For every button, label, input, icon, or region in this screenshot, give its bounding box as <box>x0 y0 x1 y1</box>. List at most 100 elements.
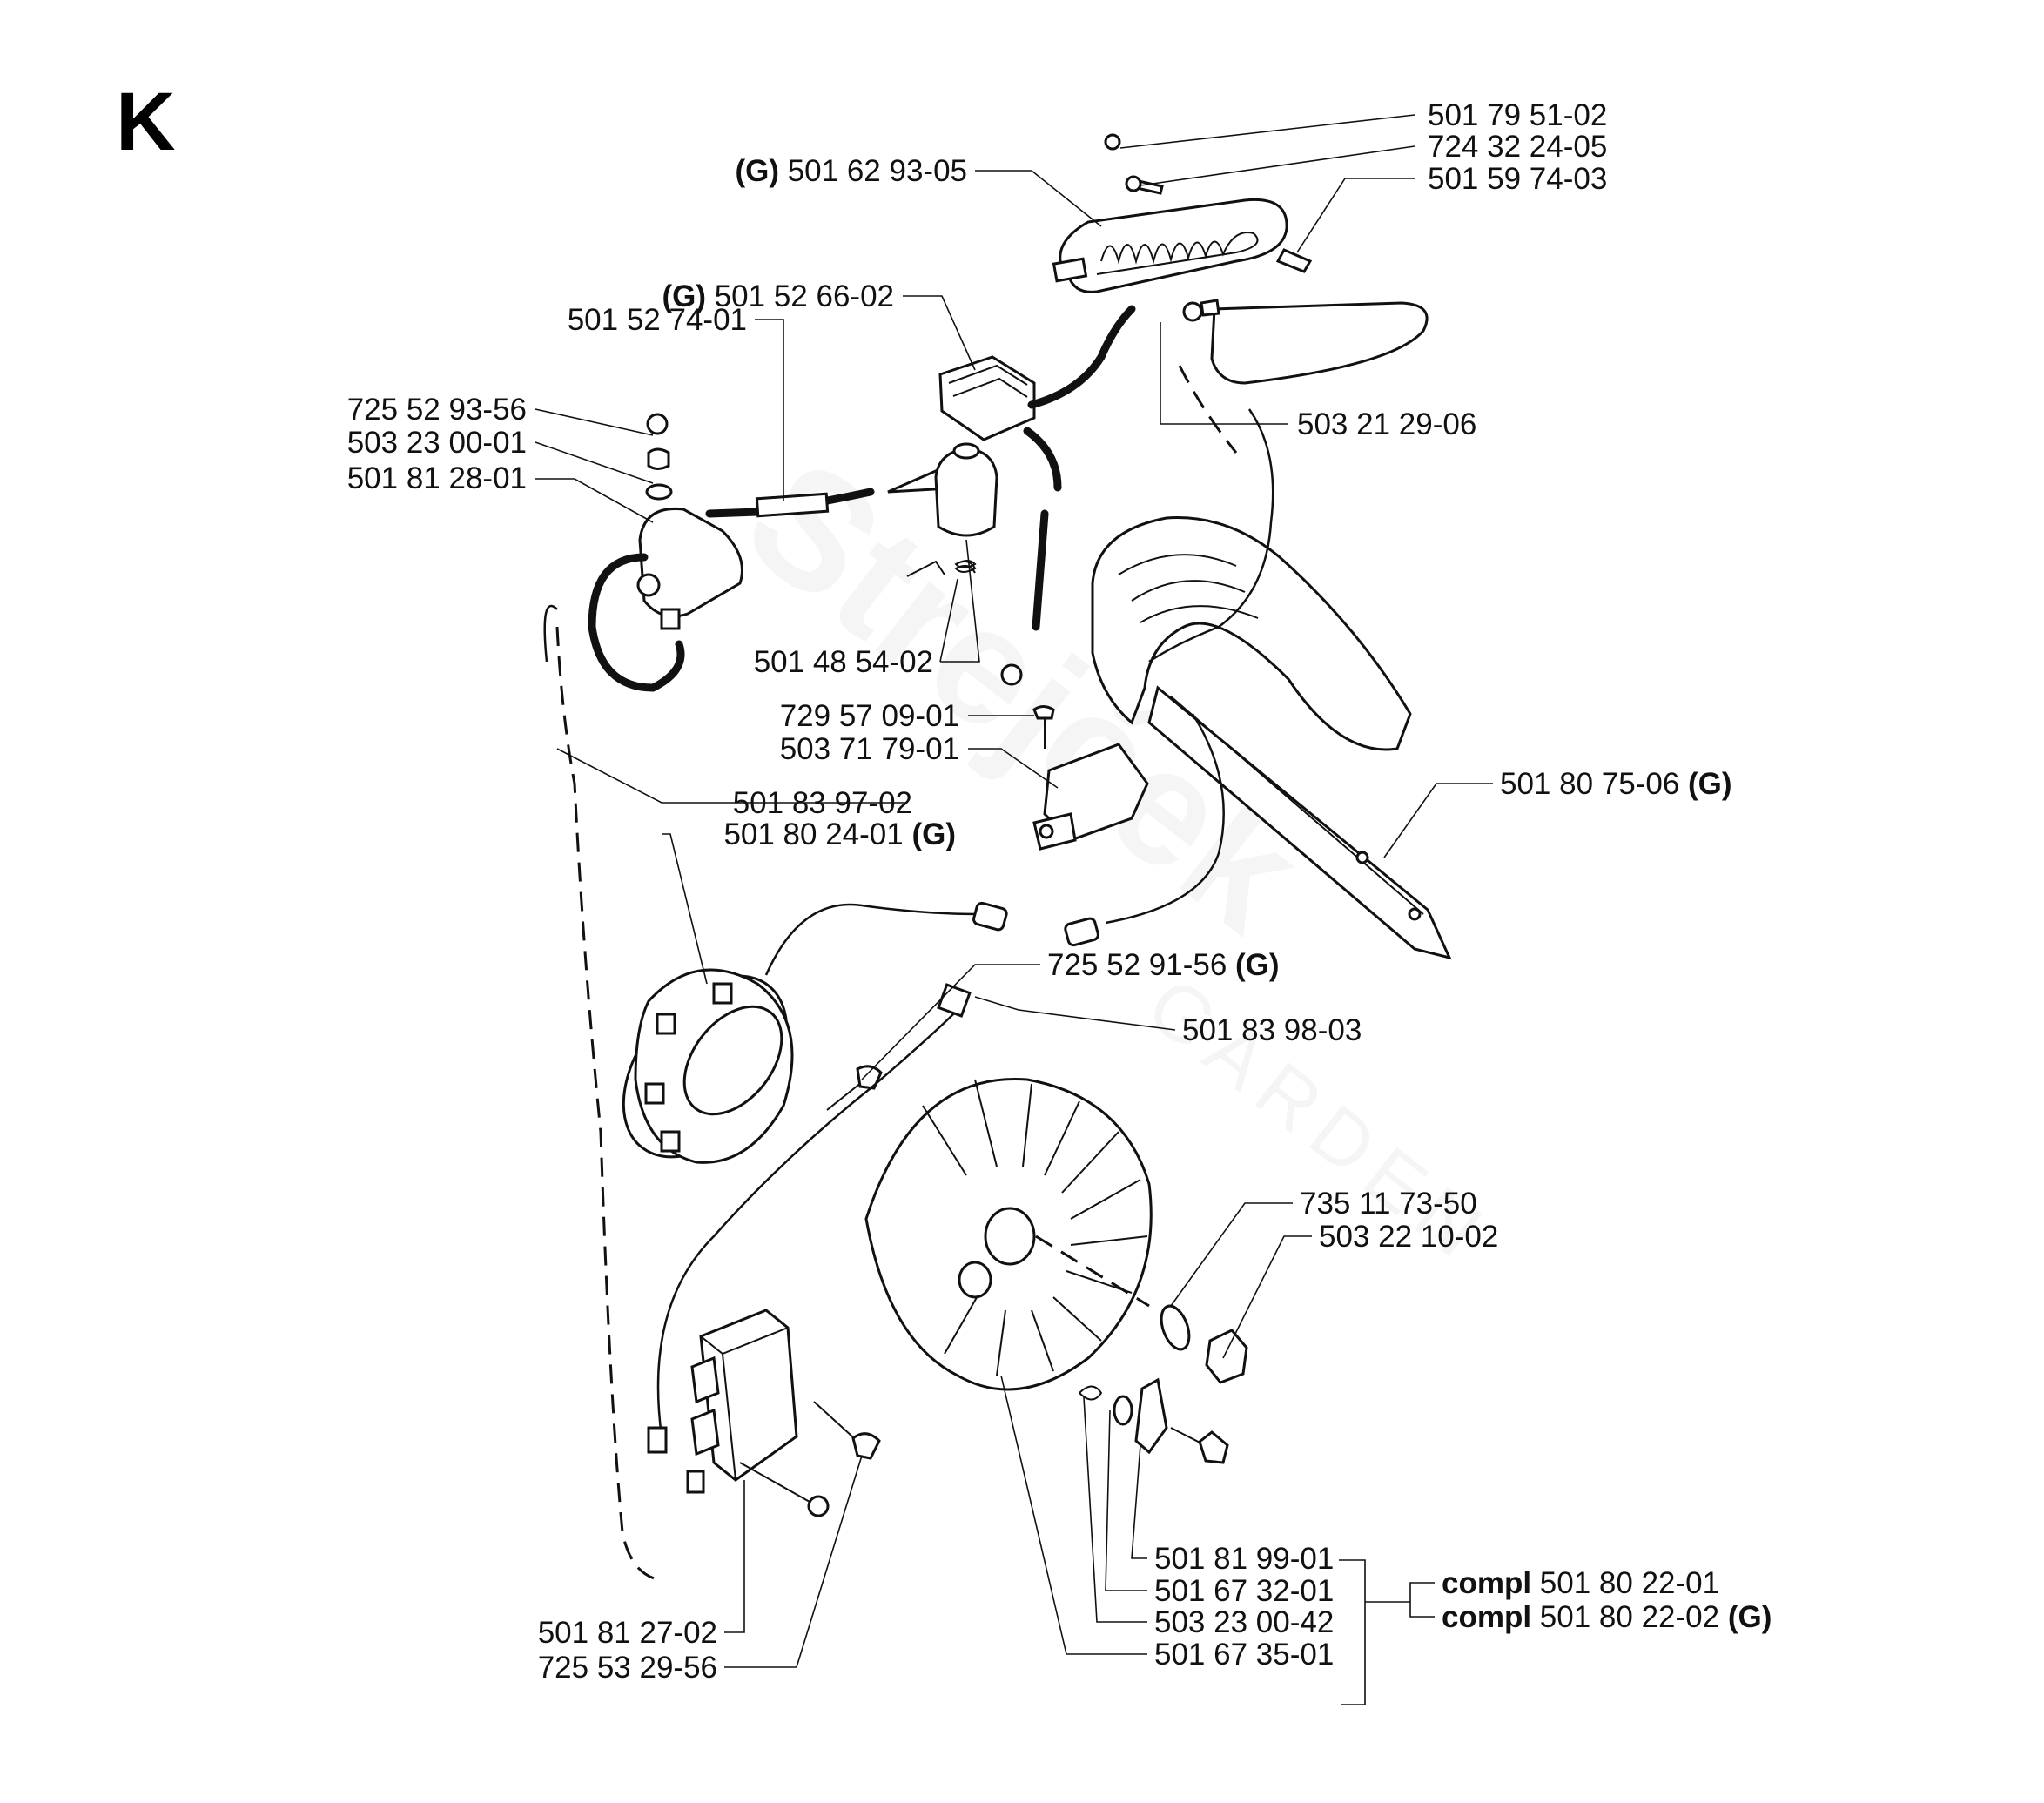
handle-connector <box>1064 917 1099 947</box>
label-text-run: 501 52 74-01 <box>568 303 747 337</box>
stop-switch-part <box>1032 705 1149 851</box>
label-text-run: 725 52 93-56 <box>347 393 527 427</box>
switch-to-element-wire <box>1027 305 1136 409</box>
coil-ground-wire <box>543 604 558 663</box>
label-735-11-73-50: 735 11 73-50 <box>1300 1187 1477 1221</box>
label-text-run: 501 62 93-05 <box>779 154 967 188</box>
label-text-run: 729 57 09-01 <box>780 699 959 733</box>
handle-thin-wire <box>1148 408 1274 663</box>
label-text-run: 724 32 24-05 <box>1428 130 1607 164</box>
label-bold-run: compl <box>1442 1566 1531 1600</box>
label-729-57-09-01: 729 57 09-01 <box>780 699 959 733</box>
nut-part <box>1205 1329 1248 1384</box>
label-724-32-24-05: 724 32 24-05 <box>1428 130 1607 164</box>
label-501-81-28-01: 501 81 28-01 <box>347 461 527 495</box>
label-501-83-98-03: 501 83 98-03 <box>1182 1013 1362 1047</box>
label-text-run: 501 81 28-01 <box>347 461 527 495</box>
stator-screw-part <box>826 1065 883 1111</box>
label-501-81-99-01: 501 81 99-01 <box>1154 1542 1334 1576</box>
sheet-letter: K <box>116 76 176 168</box>
clip-spring-part <box>906 560 977 577</box>
part-labels: 501 79 51-02 724 32 24-05 501 59 74-03 (… <box>347 98 1772 1685</box>
crank-axis <box>1035 1235 1150 1308</box>
label-501-79-51-02: 501 79 51-02 <box>1428 98 1607 132</box>
label-bold-run: (G) <box>1728 1600 1772 1634</box>
label-503-21-29-06: 503 21 29-06 <box>1297 407 1476 441</box>
leader-lines <box>535 114 1493 1705</box>
label-text-run: 503 21 29-06 <box>1297 407 1476 441</box>
heating-element-part <box>1052 133 1288 293</box>
spark-plug-boot <box>755 492 830 518</box>
label-501-59-74-03: 501 59 74-03 <box>1428 162 1607 196</box>
label-text-run: 503 71 79-01 <box>780 732 959 766</box>
label-text-run: 503 23 00-42 <box>1154 1605 1334 1639</box>
pawl-part <box>1134 1377 1168 1455</box>
handle-to-connector-wire <box>1105 713 1225 925</box>
label-501-80-24-01: 501 80 24-01 (G) <box>723 817 956 851</box>
label-bold-run: (G) <box>1688 767 1732 801</box>
label-text-run: 501 52 66-02 <box>706 279 894 313</box>
label-501-67-32-01: 501 67 32-01 <box>1154 1574 1334 1608</box>
label-text-run: 725 53 29-56 <box>538 1651 717 1685</box>
label-text-run: 501 83 97-02 <box>733 786 912 820</box>
label-text-run: 501 81 99-01 <box>1154 1542 1334 1576</box>
label-bold-run: compl <box>1442 1600 1531 1634</box>
label-501-81-27-02: 501 81 27-02 <box>538 1616 717 1650</box>
label-501-80-75-06: 501 80 75-06 (G) <box>1500 767 1732 801</box>
dashed-wire-left <box>555 626 662 1582</box>
small-washer-part <box>1113 1395 1133 1426</box>
label-text-run: 501 59 74-03 <box>1428 162 1607 196</box>
label-text-run: 501 80 75-06 <box>1500 767 1688 801</box>
label-501-62-93-05: (G) 501 62 93-05 <box>735 154 967 188</box>
label-text-run: 501 67 35-01 <box>1154 1638 1334 1672</box>
label-compl-501-80-22-02: compl 501 80 22-02 (G) <box>1442 1600 1772 1634</box>
switch-block-part <box>887 355 1036 537</box>
label-text-run: 501 79 51-02 <box>1428 98 1607 132</box>
label-501-83-97-02: 501 83 97-02 <box>733 786 912 820</box>
module-connector <box>937 983 972 1018</box>
ignition-coil-part <box>636 413 743 630</box>
label-text-run: 501 81 27-02 <box>538 1616 717 1650</box>
label-501-67-35-01: 501 67 35-01 <box>1154 1638 1334 1672</box>
stator-part <box>622 968 794 1164</box>
label-text-run: 501 80 24-01 <box>723 817 911 851</box>
label-725-52-93-56: 725 52 93-56 <box>347 393 527 427</box>
label-bold-run: (G) <box>1235 948 1280 982</box>
label-bold-run: (G) <box>735 154 779 188</box>
module-terminal-a <box>647 1426 668 1454</box>
label-503-23-00-01: 503 23 00-01 <box>347 426 527 460</box>
spring-part <box>1079 1385 1103 1401</box>
coil-loop-wire <box>588 553 685 692</box>
washer-part <box>1160 1304 1191 1351</box>
label-text-run: 501 83 98-03 <box>1182 1013 1362 1047</box>
label-text-run: 503 22 10-02 <box>1319 1220 1498 1254</box>
label-compl-501-80-22-01: compl 501 80 22-01 <box>1442 1566 1719 1600</box>
label-text-run: 735 11 73-50 <box>1300 1187 1477 1221</box>
stator-wire <box>764 903 980 976</box>
handle-bar-part <box>1091 516 1452 960</box>
label-725-53-29-56: 725 53 29-56 <box>538 1651 717 1685</box>
label-text-run: 725 52 91-56 <box>1047 948 1235 982</box>
handle-cover-part <box>1182 248 1429 385</box>
label-725-52-91-56: 725 52 91-56 (G) <box>1047 948 1280 982</box>
stator-connector <box>972 901 1008 932</box>
dashed-wire-right <box>1178 365 1238 454</box>
label-501-52-66-02: (G) 501 52 66-02 <box>662 279 894 313</box>
label-501-52-74-01: 501 52 74-01 <box>568 303 747 337</box>
label-503-23-00-42: 503 23 00-42 <box>1154 1605 1334 1639</box>
label-501-48-54-02: 501 48 54-02 <box>754 645 933 679</box>
label-503-22-10-02: 503 22 10-02 <box>1319 1220 1498 1254</box>
label-503-71-79-01: 503 71 79-01 <box>780 732 959 766</box>
flywheel-part <box>864 1077 1153 1391</box>
label-text-run: 503 23 00-01 <box>347 426 527 460</box>
label-text-run: 501 67 32-01 <box>1154 1574 1334 1608</box>
label-bold-run: (G) <box>911 817 956 851</box>
ground-lead-wire <box>1032 509 1049 631</box>
label-text-run: 501 48 54-02 <box>754 645 933 679</box>
switch-ground-wire <box>1023 427 1062 492</box>
ring-terminal <box>1000 663 1023 686</box>
ignition-module-part <box>690 1309 830 1517</box>
label-bold-run: (G) <box>662 279 706 313</box>
label-text-run: 501 80 22-02 <box>1531 1600 1728 1634</box>
